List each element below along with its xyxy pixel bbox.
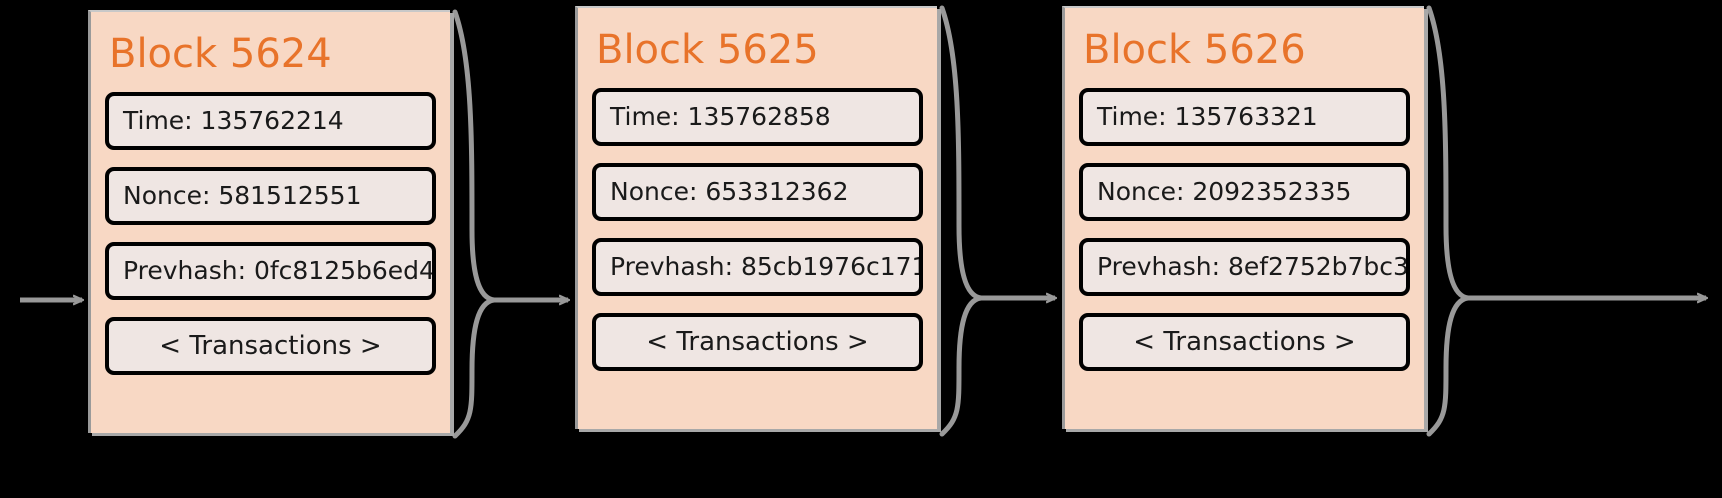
block-title: Block 5624 [109,31,332,77]
block-card-5625[interactable]: Block 5625 Time: 135762858 Nonce: 653312… [575,6,937,429]
block-fields: Time: 135763321 Nonce: 2092352335 Prevha… [1065,70,1424,383]
block-time-field: Time: 135763321 [1079,88,1410,146]
block-fields: Time: 135762214 Nonce: 581512551 Prevhas… [91,74,450,387]
link-5624-to-5625-icon [452,9,568,439]
block-time-field: Time: 135762214 [105,92,436,150]
block-prevhash-field: Prevhash: 0fc8125b6ed4 [105,242,436,300]
link-5625-to-5626-icon [939,5,1055,437]
block-card-5624[interactable]: Block 5624 Time: 135762214 Nonce: 581512… [88,10,450,433]
block-time-field: Time: 135762858 [592,88,923,146]
block-prevhash-field: Prevhash: 85cb1976c171 [592,238,923,296]
outbound-arrow-right-icon [1426,5,1706,437]
block-transactions-button[interactable]: < Transactions > [1079,313,1410,371]
block-nonce-field: Nonce: 653312362 [592,163,923,221]
block-transactions-button[interactable]: < Transactions > [592,313,923,371]
block-title: Block 5626 [1083,27,1306,73]
block-card-5626[interactable]: Block 5626 Time: 135763321 Nonce: 209235… [1062,6,1424,429]
block-nonce-field: Nonce: 2092352335 [1079,163,1410,221]
block-nonce-field: Nonce: 581512551 [105,167,436,225]
block-prevhash-field: Prevhash: 8ef2752b7bc3 [1079,238,1410,296]
block-fields: Time: 135762858 Nonce: 653312362 Prevhas… [578,70,937,383]
block-title: Block 5625 [596,27,819,73]
block-transactions-button[interactable]: < Transactions > [105,317,436,375]
